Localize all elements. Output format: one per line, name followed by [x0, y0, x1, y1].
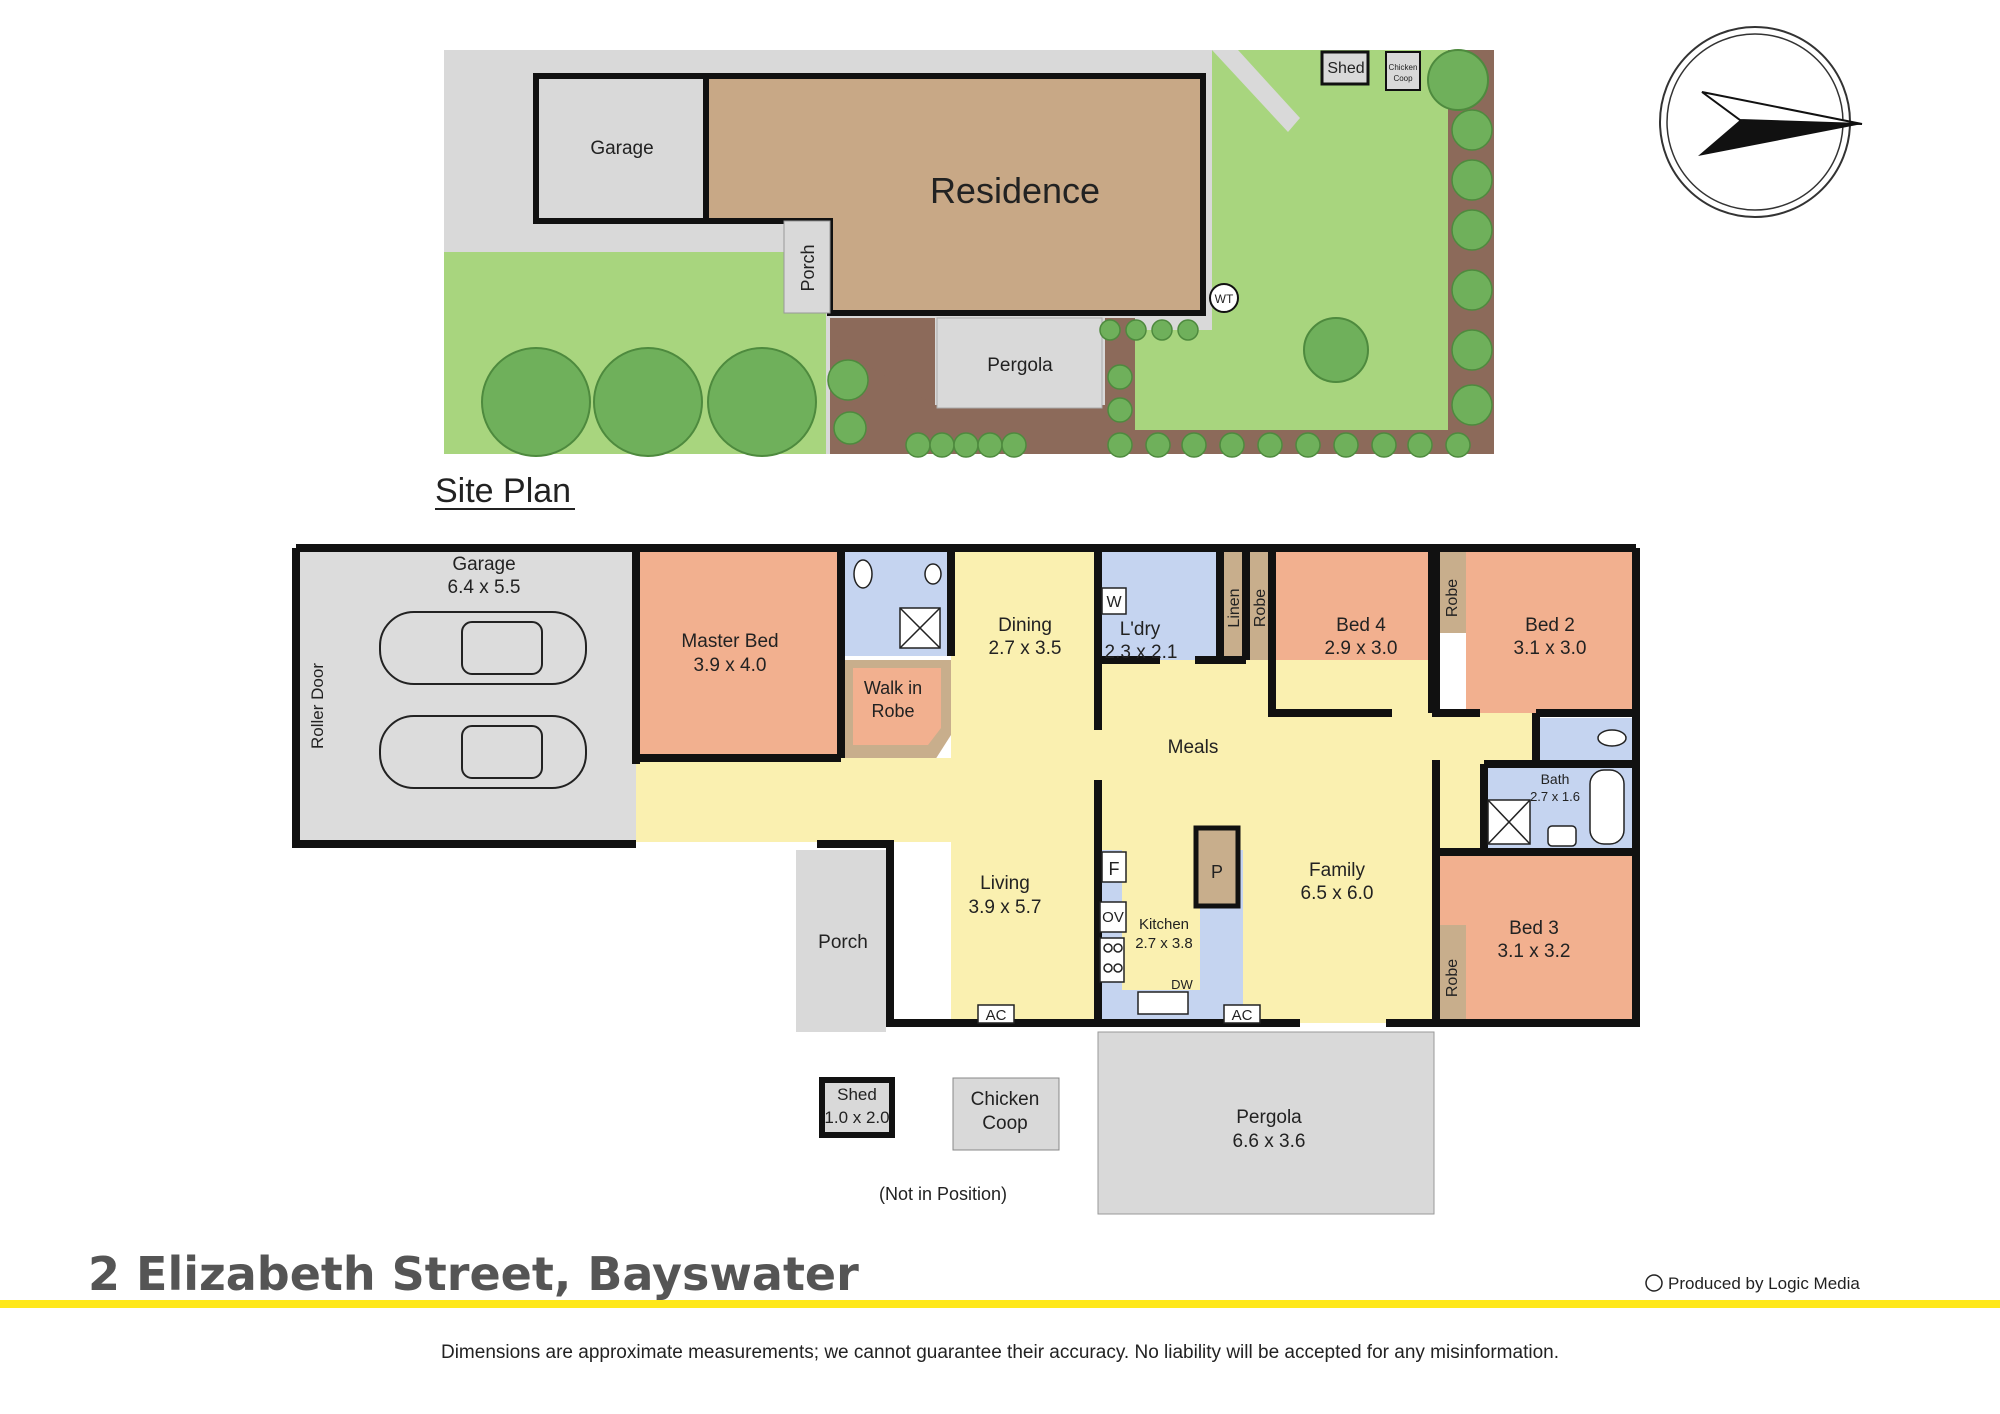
ac-label-family: AC	[1232, 1007, 1253, 1024]
oven-label: OV	[1102, 909, 1124, 926]
pergola-dims: 6.6 x 3.6	[1233, 1131, 1306, 1152]
chicken-coop-label-2: Coop	[982, 1113, 1027, 1134]
living-dims: 3.9 x 5.7	[969, 897, 1042, 918]
floor-plan: Garage 6.4 x 5.5 Roller Door Master Bed …	[292, 544, 1640, 1215]
site-shed	[1320, 50, 1370, 86]
ac-label-living: AC	[986, 1007, 1007, 1024]
chicken-coop	[952, 1077, 1060, 1151]
master-bed-dims: 3.9 x 4.0	[694, 655, 767, 676]
bed2-dims: 3.1 x 3.0	[1514, 638, 1587, 659]
robe-label-bed2: Robe	[1444, 579, 1461, 617]
dishwasher-label: DW	[1171, 977, 1193, 992]
bed3-dims: 3.1 x 3.2	[1498, 941, 1571, 962]
meals-label: Meals	[1168, 737, 1219, 758]
washer-icon	[1101, 587, 1127, 615]
bed3-label: Bed 3	[1509, 918, 1559, 939]
property-address: 2 Elizabeth Street, Bayswater	[88, 1247, 859, 1301]
site-plan-heading: Site Plan	[435, 472, 571, 510]
site-plan: Garage Residence Porch Pergola Shed Chic…	[435, 49, 1494, 510]
hallway-floor	[636, 758, 951, 842]
pantry	[1193, 825, 1241, 909]
bed4-dims: 2.9 x 3.0	[1325, 638, 1398, 659]
producer-credit: Produced by Logic Media	[1668, 1274, 1860, 1293]
oven-icon	[1099, 901, 1127, 933]
site-porch-label: Porch	[798, 244, 818, 291]
site-garage-label: Garage	[590, 138, 653, 159]
living-dining-floor	[951, 548, 1098, 1023]
garage-label: Garage	[452, 554, 515, 575]
site-porch	[783, 220, 831, 314]
walk-in-robe-label-1: Walk in	[864, 678, 922, 698]
fridge-icon	[1101, 851, 1127, 883]
bed2-floor	[1466, 548, 1632, 713]
site-coop-label-2: Coop	[1393, 74, 1413, 83]
chicken-coop-label-1: Chicken	[971, 1089, 1040, 1110]
north-arrow-icon	[1659, 26, 1863, 218]
living-label: Living	[980, 873, 1030, 894]
walk-in-robe-label-2: Robe	[871, 701, 914, 721]
robe-floor-bed3	[1436, 925, 1466, 1019]
robe-label-bed4: Robe	[1252, 589, 1269, 627]
shed-label: Shed	[837, 1085, 877, 1104]
master-bed-floor	[636, 548, 841, 758]
washer-label: W	[1106, 594, 1122, 611]
kitchen-label: Kitchen	[1139, 916, 1189, 933]
robe-floor-bed4	[1246, 548, 1272, 660]
linen-floor	[1220, 548, 1246, 660]
garage-dims: 6.4 x 5.5	[448, 577, 521, 598]
site-coop-label-1: Chicken	[1389, 63, 1418, 72]
site-pergola	[936, 317, 1103, 409]
accent-bar	[0, 1300, 2000, 1308]
master-bed-label: Master Bed	[681, 631, 778, 652]
tree-icon	[481, 49, 1489, 457]
car-icon	[379, 611, 587, 789]
water-tank-label: WT	[1215, 292, 1234, 306]
shrub-icon	[827, 109, 1493, 458]
linen-label: Linen	[1226, 588, 1243, 627]
disclaimer: Dimensions are approximate measurements;…	[441, 1342, 1559, 1363]
site-shed-label: Shed	[1327, 60, 1364, 77]
roller-door-label: Roller Door	[308, 663, 327, 749]
kitchen-dims: 2.7 x 3.8	[1135, 935, 1193, 952]
ac-unit-family	[1223, 1004, 1261, 1024]
pantry-label: P	[1211, 862, 1223, 882]
dining-dims: 2.7 x 3.5	[989, 638, 1062, 659]
shed-dims: 1.0 x 2.0	[824, 1108, 889, 1127]
shed	[819, 1077, 895, 1138]
robe-label-bed3: Robe	[1444, 959, 1461, 997]
walls	[292, 544, 1640, 1027]
robe-floor-bed2	[1436, 548, 1466, 633]
family-dims: 6.5 x 6.0	[1301, 883, 1374, 904]
porch-floor	[796, 850, 886, 1032]
site-plan-heading-underline	[435, 508, 575, 510]
fridge-label: F	[1109, 859, 1120, 879]
bath-fixtures	[1487, 729, 1627, 847]
porch-label: Porch	[818, 932, 868, 953]
bath-label: Bath	[1541, 771, 1570, 787]
site-chicken-coop	[1385, 51, 1421, 91]
pergola-label: Pergola	[1236, 1107, 1302, 1128]
dining-label: Dining	[998, 615, 1052, 636]
bed2-label: Bed 2	[1525, 615, 1575, 636]
ensuite-fixtures	[853, 559, 942, 649]
garage-floor	[296, 548, 636, 844]
site-residence-label: Residence	[930, 170, 1100, 211]
bath-dims: 2.7 x 1.6	[1530, 789, 1580, 804]
bed4-label: Bed 4	[1336, 615, 1386, 636]
laundry-dims: 2.3 x 2.1	[1105, 642, 1178, 663]
ac-unit-living	[977, 1004, 1015, 1024]
bed3-floor	[1436, 852, 1632, 1023]
copyright-icon	[1645, 1274, 1663, 1292]
family-label: Family	[1309, 860, 1365, 881]
pergola-floor	[1097, 1031, 1435, 1215]
laundry-label: L'dry	[1120, 619, 1161, 640]
stove-icon	[1099, 937, 1189, 1015]
not-in-position-note: (Not in Position)	[879, 1184, 1007, 1204]
water-tank-icon	[1209, 283, 1239, 313]
site-pergola-label: Pergola	[987, 355, 1053, 376]
